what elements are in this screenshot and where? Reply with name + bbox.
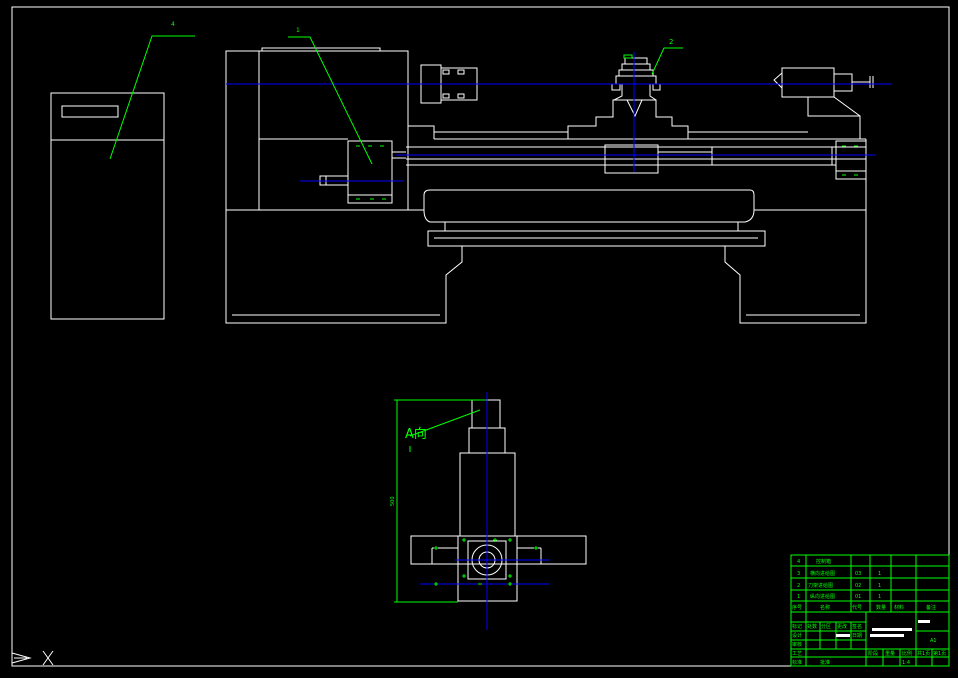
part-1-qty: 1 [878, 594, 881, 600]
lathe-centerlines [226, 52, 892, 182]
tool-post [611, 57, 661, 118]
sheet-border [11, 6, 950, 667]
header-remark: 备注 [926, 604, 936, 611]
dimension-text: 500 [390, 496, 396, 506]
title-block-fills [836, 620, 930, 637]
header-no: 序号 [792, 604, 802, 611]
part-2-no: 2 [797, 583, 800, 589]
view-label: A向 [405, 426, 427, 442]
leader-2 [651, 47, 683, 75]
a-view-centerlines [420, 392, 550, 630]
part-1-no: 1 [797, 594, 800, 600]
a-view [410, 399, 587, 602]
weight-label: 重量 [885, 650, 895, 657]
a-view-marks [434, 538, 538, 586]
header-code: 代号 [852, 604, 862, 611]
sheet-no: 第1页 [933, 650, 946, 657]
part-3-code: 03 [855, 571, 861, 577]
stage-label: 阶段 [868, 650, 878, 657]
part-2-qty: 1 [878, 583, 881, 589]
part-4-name: 控制箱 [816, 558, 831, 565]
header-qty: 数量 [876, 604, 886, 611]
role-2: 工艺 [792, 651, 802, 657]
callout-4: 4 [171, 21, 175, 28]
part-4-no: 4 [797, 559, 800, 565]
std-label: 标准 [792, 659, 802, 666]
control-box [50, 92, 165, 320]
part-3-no: 3 [797, 571, 800, 577]
header-material: 材料 [894, 604, 904, 611]
role-date: 日期 [852, 633, 862, 639]
part-1-code: 01 [855, 594, 861, 600]
sheet-size: A1 [930, 638, 937, 644]
dimension-500 [394, 399, 486, 603]
leader-4 [109, 35, 195, 160]
title-block-text: 4 控制箱 3 横向进给图 03 1 2 刀架进给图 02 1 1 纵向进给图 … [792, 558, 946, 666]
role-1: 审核 [792, 641, 802, 648]
rev-label-2: 分区 [821, 623, 831, 630]
part-2-code: 02 [855, 583, 861, 589]
scale-label: 比例 [902, 650, 912, 657]
lathe-marks [356, 54, 858, 200]
rev-label-3: 更改 [837, 623, 847, 630]
title-block [790, 554, 950, 667]
part-2-name: 刀架进给图 [808, 582, 833, 589]
rev-label-0: 标记 [792, 623, 802, 630]
part-3-qty: 1 [878, 571, 881, 577]
rev-label-1: 处数 [807, 623, 817, 630]
part-1-name: 纵向进给图 [810, 593, 835, 600]
leader-1 [288, 36, 373, 165]
role-0: 设计 [792, 632, 802, 639]
callout-2: 2 [669, 38, 673, 46]
scale-value: 1:4 [902, 660, 910, 666]
lathe-front-view [225, 47, 874, 324]
rev-label-4: 签名 [852, 623, 862, 630]
callout-1: 1 [296, 27, 300, 34]
part-3-name: 横向进给图 [810, 570, 835, 577]
header-name: 名称 [820, 604, 830, 611]
ucs-icon [11, 650, 54, 666]
sheet-total: 共1页 [917, 650, 930, 657]
approve-label: 批准 [820, 659, 830, 666]
